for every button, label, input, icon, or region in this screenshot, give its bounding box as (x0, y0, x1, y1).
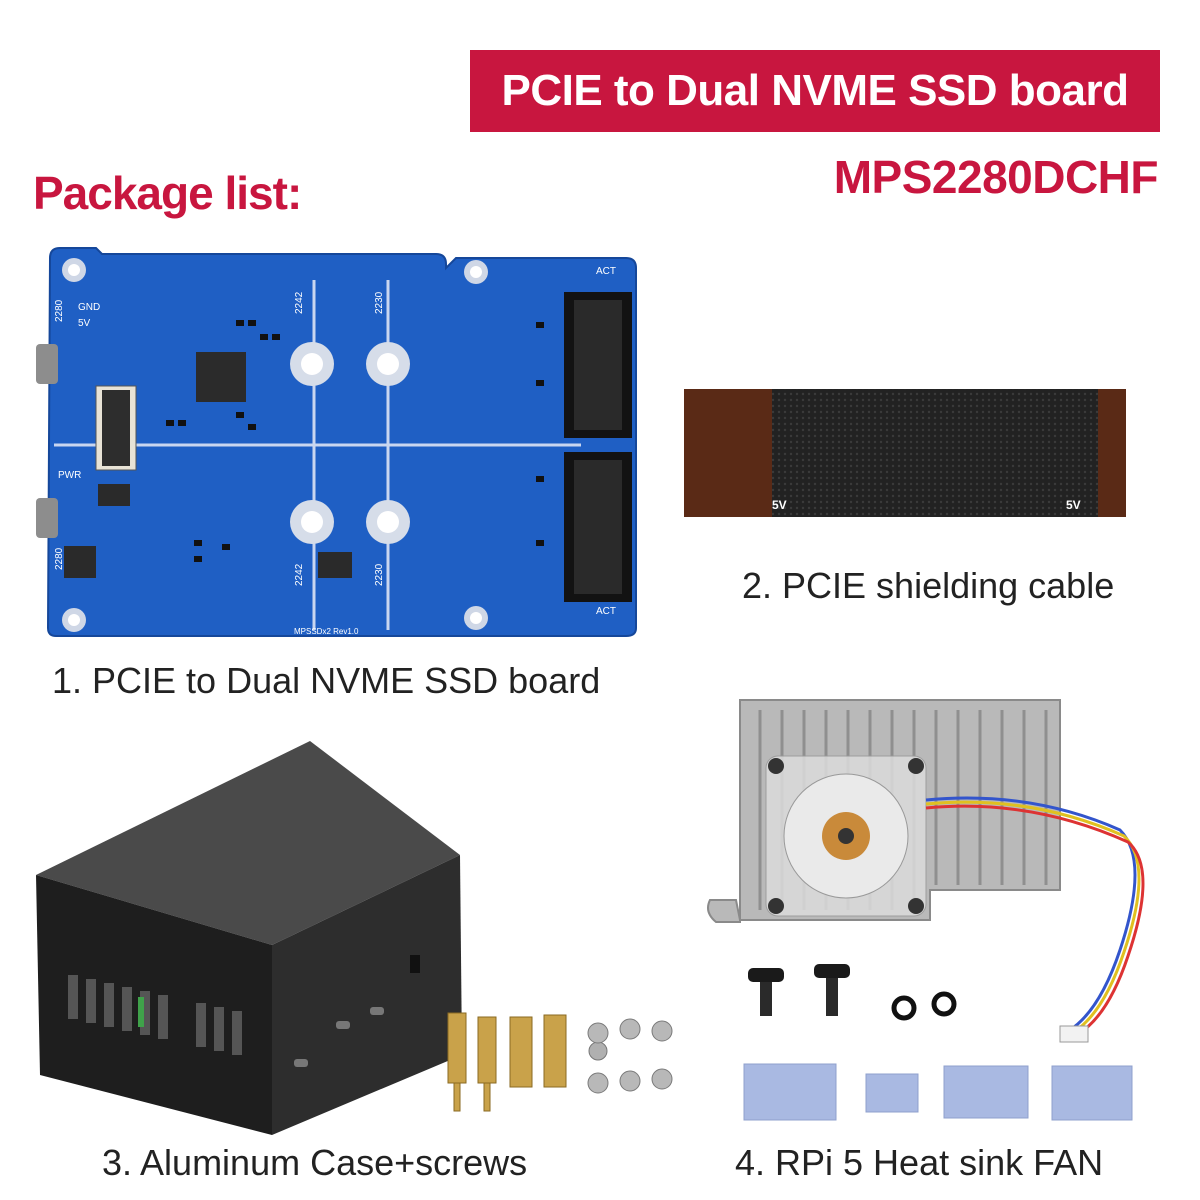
cable-right-5v-label: 5V (1066, 498, 1081, 512)
heatsink-fan-image (707, 699, 1145, 1043)
size-2230-bottom-label: 2230 (374, 563, 385, 586)
item-1-caption: 1. PCIE to Dual NVME SSD board (52, 660, 601, 701)
pwr-label: PWR (58, 470, 81, 481)
gnd-label: GND (78, 302, 100, 313)
5v-label: 5V (78, 318, 91, 329)
package-list-heading: Package list: (33, 167, 302, 219)
size-2242-top-label: 2242 (294, 291, 305, 314)
screws-image (587, 1018, 673, 1094)
aluminum-case-image (36, 741, 608, 1135)
model-number: MPS2280DCHF (833, 151, 1159, 203)
size-2280-top-label: 2280 (54, 299, 65, 322)
size-2242-bottom-label: 2242 (294, 563, 305, 586)
thermal-pads-image (743, 1063, 1133, 1121)
item-3-caption: 3. Aluminum Case+screws (102, 1142, 528, 1183)
size-2230-top-label: 2230 (374, 291, 385, 314)
item-4-caption: 4. RPi 5 Heat sink FAN (735, 1142, 1104, 1183)
pcie-cable-image: 5V 5V (684, 389, 1126, 517)
revision-label: MPSSDx2 Rev1.0 (294, 627, 359, 636)
nvme-board-image: GND 5V PWR ACT ACT 2280 2280 2242 2242 2… (36, 247, 637, 637)
fan-screws-image (748, 964, 957, 1021)
cable-left-5v-label: 5V (772, 498, 787, 512)
size-2280-bottom-label: 2280 (54, 547, 65, 570)
title-banner: PCIE to Dual NVME SSD board (470, 50, 1160, 132)
act-label-bottom: ACT (596, 606, 616, 617)
act-label-top: ACT (596, 266, 616, 277)
item-2-caption: 2. PCIE shielding cable (742, 565, 1115, 606)
